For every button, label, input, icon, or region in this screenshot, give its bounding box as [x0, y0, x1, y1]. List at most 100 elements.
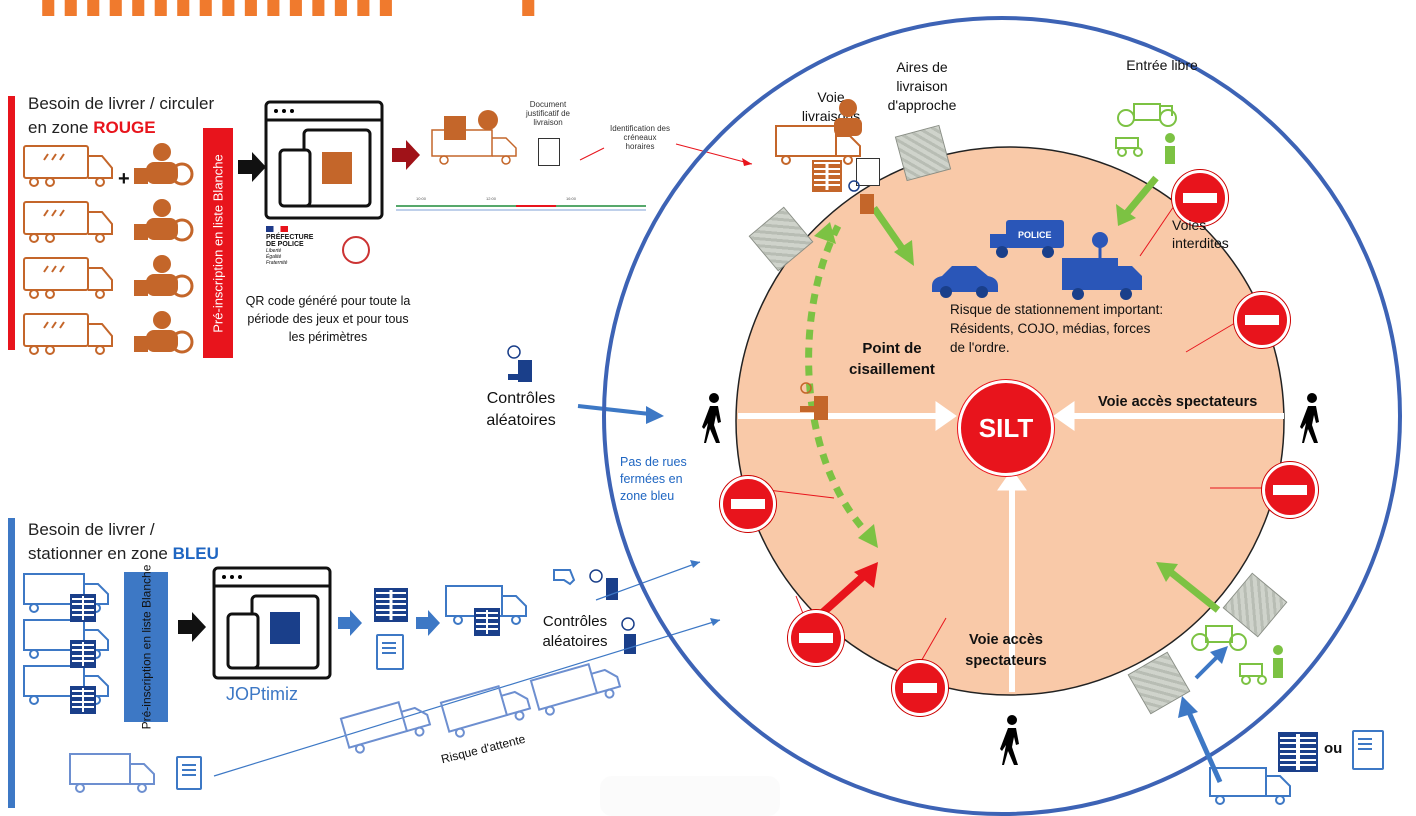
arrow-right-icon [392, 140, 420, 170]
qr-code-icon [70, 686, 96, 714]
silt-node: SILT [958, 380, 1054, 476]
arrow-right-icon [416, 610, 440, 636]
bleu-trucks [23, 573, 109, 705]
prefecture-line2: DE POLICE [266, 241, 304, 248]
arrow-right-icon [178, 612, 206, 642]
rouge-bar [8, 96, 15, 350]
prefecture-motto: Liberté Égalité Fraternité [266, 248, 288, 266]
pedestrian-icon [1000, 715, 1019, 765]
qr-code-icon [474, 608, 500, 636]
bleu-prefix: stationner en zone [28, 544, 173, 563]
no-entry-icon [1262, 462, 1318, 518]
bleu-heading-line1: Besoin de livrer / [28, 520, 155, 539]
timeline-strip: 10:00 12:00 16:00 [396, 196, 646, 211]
truck-icon [23, 257, 113, 299]
svg-text:16:00: 16:00 [566, 196, 577, 201]
document-icon [376, 634, 404, 670]
pedestrian-icon [1300, 393, 1319, 443]
bike-icon [1115, 103, 1177, 164]
no-entry-icon [720, 476, 776, 532]
bleu-heading: Besoin de livrer / stationner en zone BL… [28, 518, 258, 566]
rouge-preinscription-tab: Pré-inscription en liste Blanche [203, 128, 233, 358]
zone-delivery-truck [775, 99, 862, 165]
rouge-heading: Besoin de livrer / circuler en zone ROUG… [28, 92, 258, 140]
voie-acces-bottom-label: Voie accès spectateurs [965, 632, 1047, 669]
driver-icon [134, 255, 194, 298]
rouge-heading-line2: en zone ROUGE [28, 116, 258, 140]
point-cisaillement-label: Point de cisaillement [849, 340, 935, 378]
doc-label: Document justificatif de livraison [525, 100, 571, 127]
ou-label: ou [1324, 740, 1343, 757]
aires-label: Aires de livraison d'approche [887, 59, 957, 113]
driver-icon [134, 199, 194, 242]
qr-code-icon [812, 160, 842, 192]
rouge-trucks [23, 145, 113, 355]
qr-code-icon [1278, 732, 1318, 772]
bike-icon [1191, 625, 1283, 685]
police-officer-icon [800, 382, 828, 420]
tablet-icon [212, 566, 332, 680]
bleu-controles-label: Contrôles aléatoires [542, 613, 608, 650]
silt-label: SILT [978, 412, 1034, 443]
rouge-heading-line1: Besoin de livrer / circuler [28, 94, 215, 113]
waiting-trucks [69, 662, 622, 793]
police-van-icon: POLICE [990, 220, 1064, 258]
voie-acces-right-label: Voie accès spectateurs [1098, 394, 1258, 410]
police-badge-icon [342, 236, 370, 264]
risque-stationnement-label: Risque de stationnement important: Résid… [950, 302, 1164, 355]
app-name: JOPtimiz [226, 684, 298, 704]
svg-text:POLICE: POLICE [1018, 230, 1052, 240]
svg-text:12:00: 12:00 [486, 196, 497, 201]
car-icon [932, 266, 998, 298]
truck-icon [339, 700, 432, 754]
bleu-bar [8, 518, 15, 808]
bleu-heading-line2: stationner en zone BLEU [28, 542, 258, 566]
blank-card [600, 776, 780, 816]
delivery-truck-small [431, 110, 517, 165]
truck-icon [23, 313, 113, 355]
truck-icon [69, 753, 155, 793]
pas-de-rues-label: Pas de rues fermées en zone bleu [620, 455, 687, 503]
police-officer-icon [507, 345, 532, 382]
document-icon [856, 158, 880, 186]
truck-icon [23, 573, 109, 613]
svg-text:10:00: 10:00 [416, 196, 427, 201]
title-fragment: ▮ [520, 0, 543, 16]
bleu-zone-label: BLEU [172, 544, 219, 563]
media-truck-icon [1062, 232, 1142, 300]
tablet-icon [264, 100, 384, 220]
truck-icon [439, 684, 532, 738]
no-entry-icon [1172, 170, 1228, 226]
plus-sign: + [118, 168, 130, 190]
rouge-prefix: en zone [28, 118, 94, 137]
no-entry-icon [788, 610, 844, 666]
flag-icon [266, 226, 288, 232]
rouge-drivers [134, 143, 194, 354]
truck-icon [529, 662, 622, 716]
document-icon [176, 756, 202, 790]
controles-center-label: Contrôles aléatoires [486, 390, 556, 429]
truck-icon [23, 665, 109, 705]
title-strip: ▮▮▮▮▮▮▮▮▮▮▮▮▮▮▮▮ ▮ [0, 0, 1416, 16]
title-fragment: ▮▮▮▮▮▮▮▮▮▮▮▮▮▮▮▮ [40, 0, 400, 16]
truck-icon [23, 145, 113, 187]
pedestrian-icon [702, 393, 721, 443]
qr-code-icon [374, 588, 408, 622]
entree-libre-label: Entrée libre [1126, 57, 1198, 73]
rouge-zone-label: ROUGE [93, 118, 156, 137]
prefecture-line1: PRÉFECTURE [266, 234, 314, 241]
document-icon [1352, 730, 1384, 770]
no-entry-icon [892, 660, 948, 716]
blue-zone-ring [602, 16, 1402, 816]
qr-code-icon [70, 594, 96, 622]
prefecture-logo: PRÉFECTURE DE POLICE Liberté Égalité Fra… [266, 226, 336, 266]
truck-icon [1209, 767, 1291, 805]
police-officer-icon [848, 180, 874, 214]
arrow-right-icon [238, 152, 266, 182]
no-entry-icon [1234, 292, 1290, 348]
driver-icon [134, 311, 194, 354]
arrow-right-icon [338, 610, 362, 636]
